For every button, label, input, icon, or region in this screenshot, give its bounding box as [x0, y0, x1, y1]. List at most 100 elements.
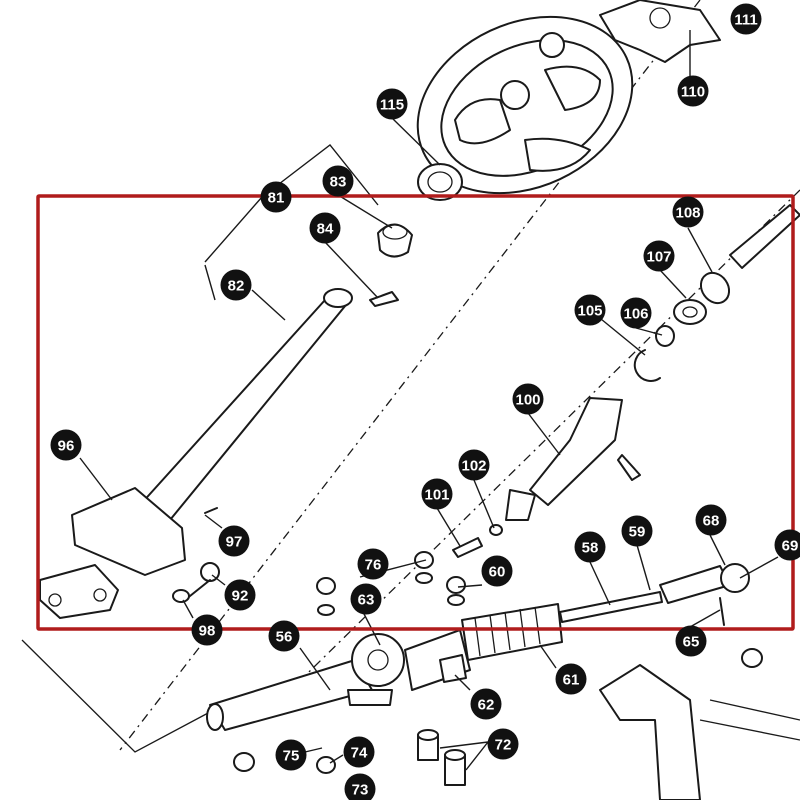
callout-badge-circle [574, 294, 606, 326]
callout-label: 72 [495, 737, 512, 754]
callout-badge-circle [343, 736, 375, 768]
callout-label: 68 [703, 513, 720, 530]
callout-badge-circle [695, 504, 727, 536]
intermediate-shaft [505, 397, 641, 521]
callout-81: 81 [260, 181, 292, 213]
callout-107: 107 [643, 240, 675, 272]
callout-59: 59 [621, 515, 653, 547]
callout-76: 76 [357, 548, 389, 580]
callout-badge-circle [512, 383, 544, 415]
callout-58: 58 [574, 531, 606, 563]
rack-housing [206, 629, 471, 731]
callout-61: 61 [555, 663, 587, 695]
bushing-part [377, 223, 413, 258]
callout-108: 108 [672, 196, 704, 228]
steering-column-tube [39, 288, 353, 619]
callout-56: 56 [268, 620, 300, 652]
callout-68: 68 [695, 504, 727, 536]
callout-label: 59 [629, 524, 646, 541]
callout-97: 97 [218, 525, 250, 557]
ring-parts [633, 271, 731, 382]
fastener-parts [172, 507, 763, 774]
callout-badge-circle [376, 88, 408, 120]
callout-badge-circle [322, 165, 354, 197]
callout-badge-circle [260, 181, 292, 213]
callout-110: 110 [677, 75, 709, 107]
callout-badge-circle [458, 449, 490, 481]
steering-rack-assembly [461, 563, 750, 661]
callout-badge-circle [672, 196, 704, 228]
callout-98: 98 [191, 614, 223, 646]
callout-label: 97 [226, 534, 243, 551]
callout-badge-circle [421, 478, 453, 510]
callout-label: 111 [734, 12, 757, 29]
callout-label: 96 [58, 438, 75, 455]
callout-label: 58 [582, 540, 599, 557]
highlight-box [36, 194, 795, 631]
callout-82: 82 [220, 269, 252, 301]
callout-label: 108 [675, 205, 700, 222]
callout-label: 101 [424, 487, 449, 504]
callout-label: 84 [317, 221, 334, 238]
callout-label: 65 [683, 634, 700, 651]
callout-badge-circle [357, 548, 389, 580]
callout-badge-circle [677, 75, 709, 107]
callout-63: 63 [350, 583, 382, 615]
callout-106: 106 [620, 297, 652, 329]
chassis-frame [599, 664, 701, 800]
callout-label: 82 [228, 278, 245, 295]
callout-badge-circle [621, 515, 653, 547]
callout-label: 106 [623, 306, 648, 323]
callout-label: 62 [478, 697, 495, 714]
callout-72: 72 [487, 728, 519, 760]
callout-74: 74 [343, 736, 375, 768]
callout-label: 76 [365, 557, 382, 574]
callout-label: 81 [268, 190, 285, 207]
callout-label: 74 [351, 745, 368, 762]
callout-badge-circle [730, 3, 762, 35]
callout-label: 115 [380, 97, 404, 114]
callout-badge-circle [224, 579, 256, 611]
callout-badge-circle [275, 739, 307, 771]
callout-84: 84 [309, 212, 341, 244]
callout-badge-circle [574, 531, 606, 563]
callout-115: 115 [376, 88, 408, 120]
callout-label: 73 [352, 782, 369, 799]
callout-label: 107 [646, 249, 671, 266]
callout-label: 102 [461, 458, 486, 475]
callout-label: 92 [232, 588, 249, 605]
callout-label: 98 [199, 623, 216, 640]
callout-105: 105 [574, 294, 606, 326]
steering-wheel [416, 15, 634, 195]
callout-badge-circle [620, 297, 652, 329]
callout-label: 110 [681, 84, 705, 101]
wheel-cap-hole [649, 7, 671, 29]
callout-69: 69 [774, 529, 800, 561]
callout-75: 75 [275, 739, 307, 771]
callout-100: 100 [512, 383, 544, 415]
screw-part [369, 291, 399, 307]
callout-label: 61 [563, 672, 580, 689]
frame-bracket-line [21, 639, 211, 753]
callout-badge-circle [191, 614, 223, 646]
callout-badge-circle [470, 688, 502, 720]
callout-badge-circle [481, 555, 513, 587]
callout-73: 73 [344, 773, 376, 800]
callout-101: 101 [421, 478, 453, 510]
callout-badge-circle [487, 728, 519, 760]
callout-badge-circle [643, 240, 675, 272]
callout-label: 105 [577, 303, 602, 320]
callout-badge-circle [675, 625, 707, 657]
callout-badge-circle [218, 525, 250, 557]
callout-badge-circle [309, 212, 341, 244]
callout-badge-circle [344, 773, 376, 800]
callout-102: 102 [458, 449, 490, 481]
chassis-frame-detail [699, 699, 800, 741]
callout-badge-circle [350, 583, 382, 615]
callout-60: 60 [481, 555, 513, 587]
callout-label: 69 [782, 538, 799, 555]
callout-label: 63 [358, 592, 375, 609]
callout-92: 92 [224, 579, 256, 611]
